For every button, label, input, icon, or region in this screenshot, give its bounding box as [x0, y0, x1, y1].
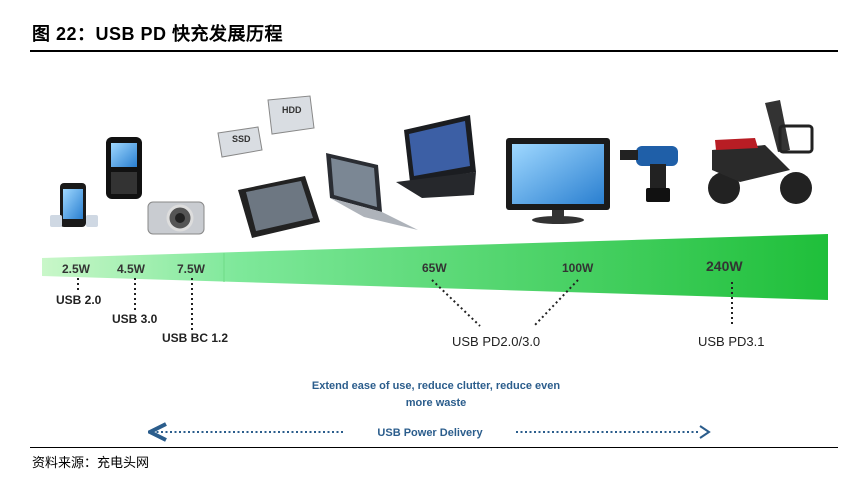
standard-label-bc12: USB BC 1.2 — [162, 331, 228, 345]
notebook-icon — [396, 115, 476, 198]
title-divider — [30, 50, 838, 52]
standard-label-pd20: USB PD2.0/3.0 — [452, 334, 540, 349]
tagline-line1: Extend ease of use, reduce clutter, redu… — [312, 380, 560, 392]
delivery-label: USB Power Delivery — [377, 427, 483, 439]
camera-icon — [147, 201, 205, 235]
phone-icon — [50, 183, 98, 227]
source-note: 资料来源：充电头网 — [32, 455, 150, 470]
ssd-icon: SSD — [217, 126, 263, 158]
hdd-icon: HDD — [267, 95, 315, 135]
watt-label-100: 100W — [562, 261, 594, 275]
smartphone-icon — [106, 137, 142, 199]
drill-icon — [620, 146, 678, 202]
watt-label-2-5: 2.5W — [62, 262, 91, 276]
standard-label-usb3: USB 3.0 — [112, 312, 158, 326]
arrow-right-head — [699, 425, 711, 439]
watt-label-240: 240W — [706, 258, 743, 274]
e-scooter-icon — [708, 100, 814, 204]
monitor-icon — [506, 138, 610, 224]
svg-text:SSD: SSD — [232, 134, 251, 144]
source-divider — [30, 447, 838, 448]
watt-label-7-5: 7.5W — [177, 262, 206, 276]
power-bar — [42, 234, 828, 300]
tablet-icon — [238, 176, 320, 238]
connector-lines — [77, 278, 733, 330]
laptop-icon — [326, 153, 418, 230]
standard-label-usb2: USB 2.0 — [56, 293, 102, 307]
watt-label-65: 65W — [422, 261, 447, 275]
tagline-line2: more waste — [406, 397, 467, 409]
figure-title: 图 22：USB PD 快充发展历程 — [32, 24, 284, 44]
standard-label-pd31: USB PD3.1 — [698, 334, 764, 349]
watt-label-4-5: 4.5W — [117, 262, 146, 276]
svg-text:HDD: HDD — [282, 105, 302, 115]
